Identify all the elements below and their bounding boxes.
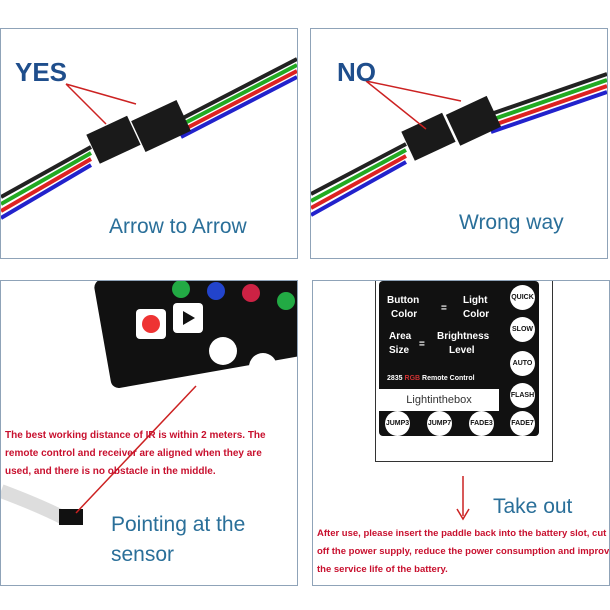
fade3-button[interactable]: FADE3 bbox=[469, 411, 494, 436]
sensor-caption-2: sensor bbox=[111, 543, 175, 566]
label-level: Level bbox=[449, 345, 475, 356]
auto-button[interactable]: AUTO bbox=[510, 351, 535, 376]
yes-heading: YES bbox=[15, 57, 68, 87]
slow-button[interactable]: SLOW bbox=[510, 317, 535, 342]
quick-button[interactable]: QUICK bbox=[510, 285, 535, 310]
jump3-button[interactable]: JUMP3 bbox=[385, 411, 410, 436]
label-brightness: Brightness bbox=[437, 331, 490, 342]
brand-logo: Lightinthebox bbox=[379, 389, 499, 411]
label-size: Size bbox=[389, 345, 410, 356]
label-button: Button bbox=[387, 295, 420, 306]
panel-sensor: The best working distance of IR is withi… bbox=[0, 280, 298, 586]
no-caption: Wrong way bbox=[459, 211, 564, 234]
yes-caption: Arrow to Arrow bbox=[109, 215, 247, 238]
connector-yes-illustration bbox=[1, 57, 297, 220]
ir-distance-note: The best working distance of IR is withi… bbox=[5, 430, 266, 477]
down-arrow-icon bbox=[456, 476, 470, 521]
panel-take-out: Button Color = Light Color Area Size = B… bbox=[312, 280, 610, 586]
label-area: Area bbox=[389, 331, 412, 342]
flash-button[interactable]: FLASH bbox=[510, 383, 535, 408]
label-color-right: Color bbox=[463, 309, 490, 320]
model-number: 2835 bbox=[387, 375, 403, 382]
remote-face: Button Color = Light Color Area Size = B… bbox=[379, 281, 539, 436]
remote-sensor-illustration bbox=[1, 281, 297, 526]
panel-yes: YES Arrow to Arrow bbox=[0, 28, 298, 259]
label-light: Light bbox=[463, 295, 488, 306]
panel-no: NO Wrong way bbox=[310, 28, 608, 259]
take-out-caption: Take out bbox=[493, 495, 573, 518]
label-equals: = bbox=[441, 303, 447, 314]
label-color: Color bbox=[391, 309, 418, 320]
jump7-button[interactable]: JUMP7 bbox=[427, 411, 452, 436]
sensor-caption-1: Pointing at the bbox=[111, 513, 246, 536]
rgb-label: RGB bbox=[404, 375, 421, 382]
no-heading: NO bbox=[337, 57, 376, 87]
fade7-button[interactable]: FADE7 bbox=[510, 411, 535, 436]
remote-control-label: Remote Control bbox=[422, 375, 475, 382]
battery-note: After use, please insert the paddle back… bbox=[317, 528, 610, 575]
connector-no-illustration bbox=[311, 72, 607, 217]
label-equals-2: = bbox=[419, 339, 425, 350]
